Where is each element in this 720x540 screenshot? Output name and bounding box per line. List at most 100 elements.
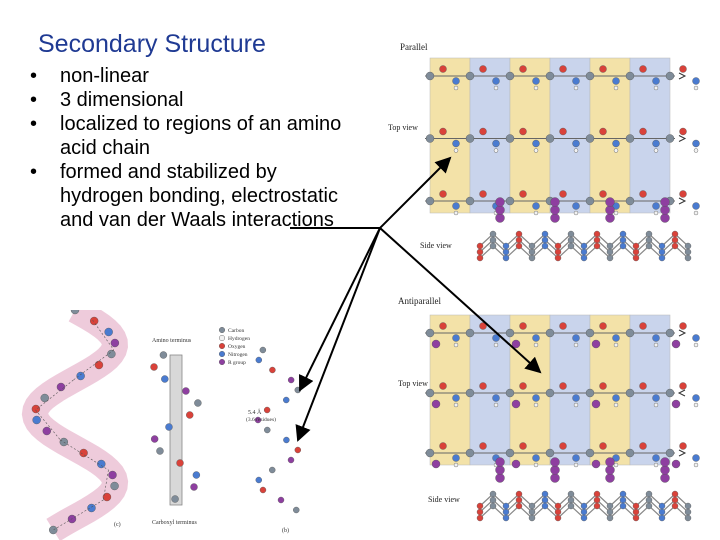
legend-swatch (218, 351, 225, 358)
nitrogen-atom (692, 139, 700, 148)
side-atom (502, 514, 510, 522)
nitrogen-atom (572, 202, 580, 210)
nitrogen-atom (612, 77, 620, 85)
oxygen-atom (519, 127, 527, 136)
side-atom (658, 508, 666, 516)
carbon-atom (505, 71, 515, 81)
rod-atom (150, 363, 158, 371)
helix-atom (79, 448, 88, 458)
nitrogen-atom (572, 454, 580, 462)
carbon-atom (465, 196, 475, 206)
helix-atom (108, 470, 117, 480)
legend-label: Nitrogen (228, 352, 248, 358)
oxygen-atom (679, 382, 687, 390)
residues-label: (3.6 residues) (246, 416, 276, 423)
antiparallel-label: Antiparallel (398, 296, 441, 306)
nitrogen-atom (692, 202, 700, 210)
helix-end-view (254, 346, 302, 514)
nitrogen-atom (492, 139, 500, 148)
side-atom (645, 236, 653, 244)
end-view-atom (269, 366, 276, 374)
side-atom (580, 254, 588, 262)
beta-sheet-figure: Parallel Top view Side view Antiparallel… (388, 42, 700, 522)
side-atom (554, 508, 562, 516)
sheet-pleat (509, 314, 551, 466)
hydrogen-atom (573, 85, 579, 91)
oxygen-atom (439, 127, 447, 136)
nitrogen-atom (492, 334, 500, 342)
nitrogen-atom (492, 394, 500, 402)
hydrogen-atom (653, 148, 659, 153)
side-atom (580, 248, 588, 256)
helix-atom (110, 338, 120, 348)
side-atom (554, 502, 562, 510)
carbon-atom (625, 134, 635, 143)
side-atom (541, 490, 549, 498)
side-atom (515, 242, 523, 250)
r-group-atom (660, 465, 670, 475)
side-atom (489, 496, 497, 504)
nitrogen-atom (572, 139, 580, 148)
end-view-atom (264, 426, 271, 434)
end-view-atom (287, 456, 295, 464)
hydrogen-atom (493, 85, 499, 91)
carbon-atom (585, 448, 595, 458)
side-atom (580, 242, 588, 250)
carbon-atom (465, 328, 475, 338)
side-atom (502, 242, 510, 250)
end-view-atom (259, 346, 267, 354)
oxygen-atom (559, 190, 567, 198)
helix-atom (70, 310, 80, 315)
nitrogen-atom (532, 394, 540, 402)
side-atom (541, 230, 549, 238)
hydrogen-atom (533, 148, 539, 153)
bullet-item: •localized to regions of an amino acid c… (28, 112, 358, 160)
oxygen-atom (679, 322, 687, 330)
helix-atom (107, 349, 116, 359)
side-atom (632, 508, 640, 516)
rod-atom (165, 423, 173, 431)
side-atom (658, 514, 666, 522)
carbon-atom (585, 196, 595, 206)
side-atom (606, 514, 614, 522)
side-atom (671, 242, 679, 250)
side-atom (580, 502, 588, 510)
oxygen-atom (679, 442, 687, 450)
sheet-pleat (469, 57, 511, 214)
side-atom (580, 514, 588, 522)
carbon-atom (625, 448, 635, 458)
nitrogen-atom (452, 454, 460, 462)
carbon-atom (465, 71, 475, 81)
hydrogen-atom (493, 148, 499, 153)
helix-atom (76, 371, 85, 381)
side-atom (528, 508, 536, 516)
oxygen-atom (439, 382, 447, 390)
r-group-atom (495, 473, 505, 483)
oxygen-atom (639, 442, 647, 450)
helix-atom (94, 360, 104, 370)
rod-atom (156, 447, 164, 455)
side-atom (684, 514, 692, 522)
hydrogen-atom (653, 462, 659, 468)
oxygen-atom (479, 382, 487, 390)
parallel-sheet-top-view (425, 57, 700, 216)
carbon-atom (465, 134, 475, 143)
oxygen-atom (519, 322, 527, 330)
side-atom (645, 242, 653, 250)
carbon-atom (465, 448, 475, 458)
end-view-atom (277, 496, 285, 504)
side-atom (619, 496, 627, 504)
side-atom (593, 490, 601, 498)
nitrogen-atom (612, 334, 620, 342)
sheet-pleat (589, 57, 631, 214)
helix-atom (97, 459, 106, 469)
oxygen-atom (519, 382, 527, 390)
oxygen-atom (479, 65, 487, 73)
helix-atom (56, 382, 66, 392)
side-atom (476, 254, 484, 262)
nitrogen-atom (572, 77, 580, 85)
carbon-atom (545, 134, 555, 143)
side-atom (606, 242, 614, 250)
hydrogen-atom (453, 402, 459, 408)
